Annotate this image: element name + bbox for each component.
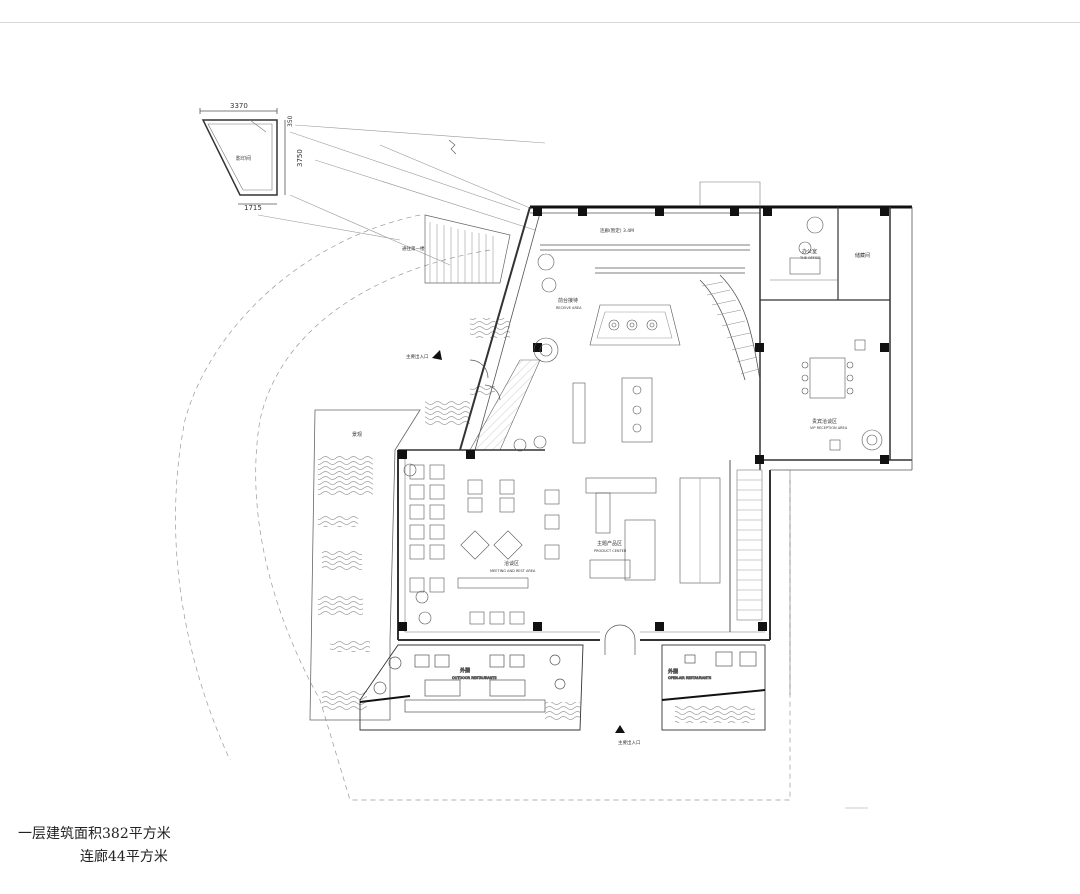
dim-side: 3750 — [296, 149, 304, 167]
storage-label: 储藏间 — [855, 252, 870, 259]
room-labels: 办公室 THE OFFICE 储藏间 前台接待 RECEIVE AREA 洽谈区… — [406, 227, 870, 746]
vip-en: VIP RECEPTION AREA — [810, 426, 848, 430]
office-label: 办公室 — [802, 248, 817, 255]
main-entrance — [432, 350, 636, 733]
dim-top: 3370 — [230, 102, 248, 110]
dim-bottom: 1715 — [244, 204, 262, 212]
corridor-lines — [257, 124, 761, 266]
lower-terrace-left: 外摆 OUTDOOR RESTAURANTS — [359, 644, 584, 731]
lower-terrace-right: 外摆 OPEN-AIR RESTAURANTS — [661, 644, 766, 731]
entry-stairs: 通往第一楼 — [402, 214, 511, 284]
office-en: THE OFFICE — [799, 256, 821, 260]
stair-note: 通往第一楼 — [402, 245, 425, 252]
left-terrace: 景观 — [309, 318, 510, 721]
product-label: 主题产品区 — [597, 540, 622, 547]
product-en: PRODUCT CENTER — [594, 549, 627, 553]
area-caption-2: 连廊44平方米 — [80, 849, 168, 865]
reception-label: 前台接待 — [558, 297, 578, 304]
reception-en: RECEIVE AREA — [556, 306, 582, 310]
vip-label: 贵宾洽谈区 — [812, 418, 837, 425]
terrace-right-en: OPEN-AIR RESTAURANTS — [668, 676, 712, 680]
kiosk-label: 影印间 — [236, 155, 251, 162]
terrace-left-label: 外摆 — [460, 667, 470, 674]
office-furniture — [789, 216, 883, 451]
terrace-right-label: 外摆 — [668, 668, 678, 675]
area-caption-1: 一层建筑面积382平方米 — [18, 826, 171, 842]
landscape-label: 景观 — [352, 431, 362, 438]
product-furniture — [572, 377, 721, 584]
terrace-left-en: OUTDOOR RESTAURANTS — [452, 676, 497, 680]
top-rule — [0, 22, 1080, 23]
meeting-furniture — [403, 253, 560, 625]
meeting-label: 洽谈区 — [504, 560, 519, 567]
small-pavilion: 3370 3750 350 1715 影印间 — [199, 102, 304, 212]
stair-core — [699, 274, 763, 621]
columns — [398, 207, 889, 631]
main-entrance-label: 主要出入口 — [618, 739, 641, 746]
meeting-en: MEETING AND REST AREA — [490, 569, 536, 573]
reception-furniture — [589, 304, 681, 346]
corridor-label: 连廊(暂定) 3.4M — [600, 227, 634, 234]
side-entrance-label: 主要出入口 — [406, 353, 429, 360]
dim-corner: 350 — [287, 115, 294, 127]
building-outline — [397, 205, 913, 695]
